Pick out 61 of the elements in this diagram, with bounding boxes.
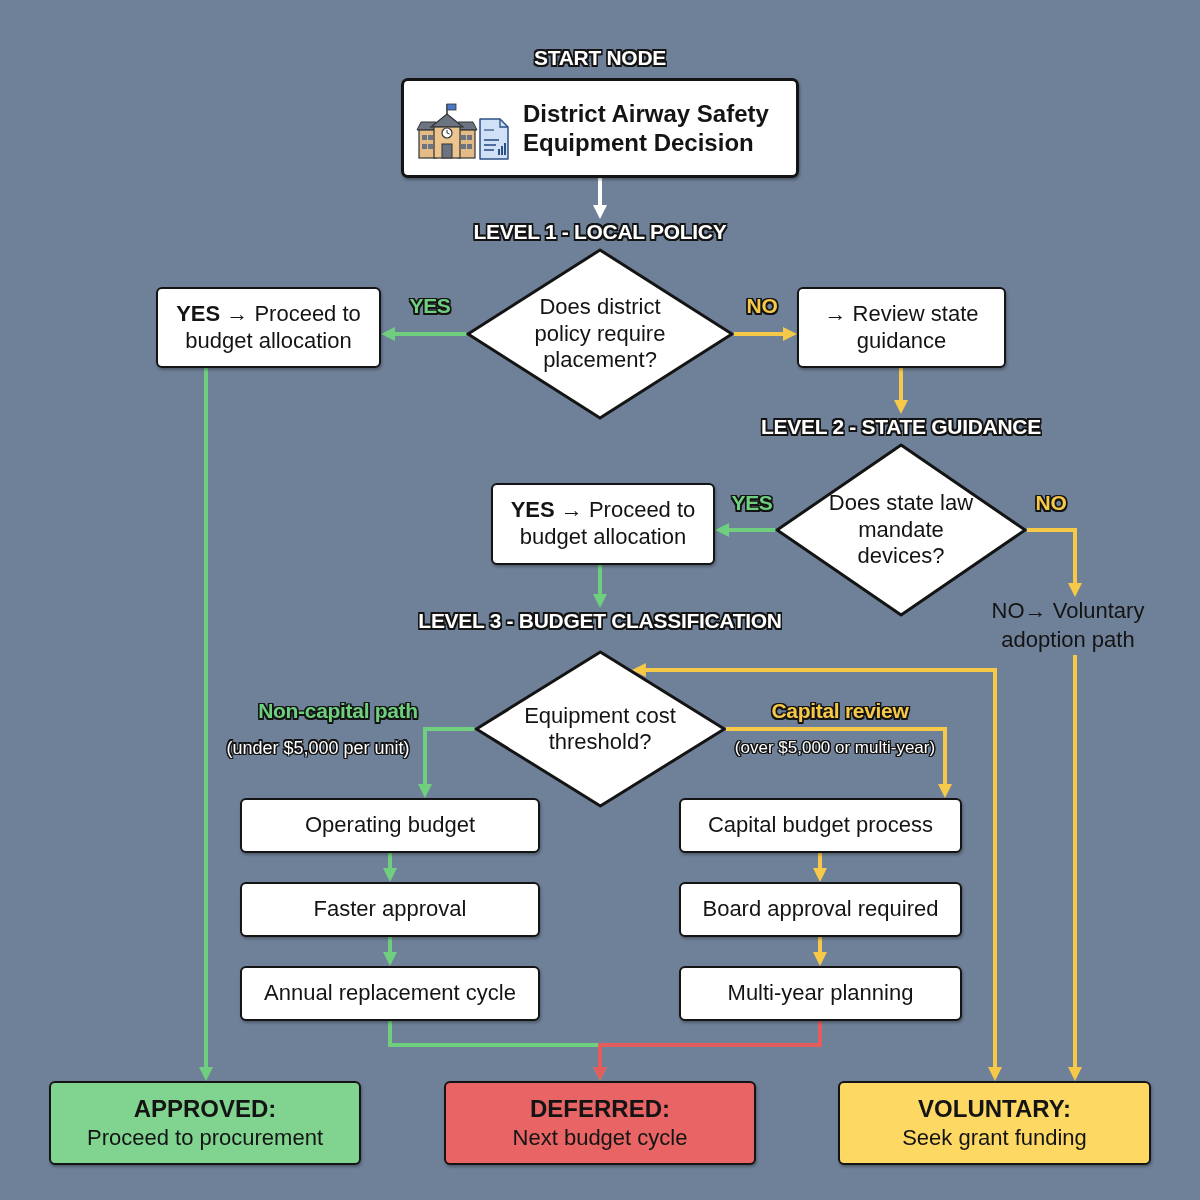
box-text: YES → Proceed to budget allocation <box>175 300 362 355</box>
arrow <box>726 727 952 798</box>
section-heading: START NODE <box>534 45 666 71</box>
decision-question: Does state law mandate devices? <box>827 490 975 570</box>
outcome-text: Proceed to procurement <box>87 1123 323 1152</box>
process-box <box>679 966 962 1021</box>
path-note: (under $5,000 per unit) <box>226 737 410 759</box>
process-box <box>679 798 962 853</box>
level-heading: LEVEL 3 - BUDGET CLASSIFICATION <box>418 608 782 634</box>
outcome-text: Next budget cycle <box>512 1123 688 1152</box>
arrow <box>734 327 797 341</box>
edge-label: NO <box>1035 491 1067 515</box>
edge-label: YES <box>731 491 773 515</box>
level-heading: LEVEL 1 - LOCAL POLICY <box>473 219 727 245</box>
edge-label: Non-capital path <box>258 699 418 723</box>
arrow <box>593 565 607 608</box>
arrow <box>894 368 908 414</box>
branch-text: NO→ Voluntary adoption path <box>978 597 1158 655</box>
edge-label: YES <box>409 294 451 318</box>
box-text: Board approval required <box>702 896 939 923</box>
path-note: (over $5,000 or multi-year) <box>734 738 936 758</box>
process-box <box>240 966 540 1021</box>
arrow <box>1068 655 1082 1081</box>
arrow <box>383 937 397 966</box>
box-text: YES → Proceed to budget allocation <box>509 497 697 551</box>
start-title: District Airway Safety Equipment Decision <box>523 98 770 158</box>
box-text: Faster approval <box>313 896 467 923</box>
edge-label: Capital review <box>771 699 909 723</box>
arrow <box>199 368 213 1081</box>
process-box <box>240 882 540 937</box>
outcome-title: APPROVED: <box>133 1094 277 1124</box>
box-text: → Review state guidance <box>823 300 980 355</box>
arrow <box>813 853 827 882</box>
arrow <box>593 178 607 219</box>
box-text: Multi-year planning <box>727 980 914 1007</box>
outcome-text: Seek grant funding <box>902 1123 1087 1152</box>
box-text: Capital budget process <box>708 812 933 839</box>
process-box <box>156 287 381 368</box>
outcome-box <box>444 1081 756 1165</box>
outcome-box <box>838 1081 1151 1165</box>
process-box <box>491 483 715 565</box>
arrow <box>715 523 775 537</box>
box-text: Operating budget <box>305 812 475 839</box>
process-box <box>240 798 540 853</box>
arrow <box>381 327 466 341</box>
process-box <box>797 287 1006 368</box>
arrow <box>383 853 397 882</box>
outcome-title: DEFERRED: <box>530 1094 670 1124</box>
arrow <box>1027 528 1082 597</box>
arrow <box>418 727 474 798</box>
arrow <box>593 1021 822 1081</box>
outcome-title: VOLUNTARY: <box>918 1094 1071 1124</box>
process-box <box>679 882 962 937</box>
edge-label: NO <box>746 294 778 318</box>
decision-question: Equipment cost threshold? <box>523 702 677 756</box>
arrow <box>813 937 827 966</box>
arrow <box>631 663 1002 1081</box>
decision-question: Does district policy require placement? <box>533 294 667 374</box>
box-text: Annual replacement cycle <box>264 980 516 1007</box>
outcome-box <box>49 1081 361 1165</box>
level-heading: LEVEL 2 - STATE GUIDANCE <box>761 414 1041 440</box>
